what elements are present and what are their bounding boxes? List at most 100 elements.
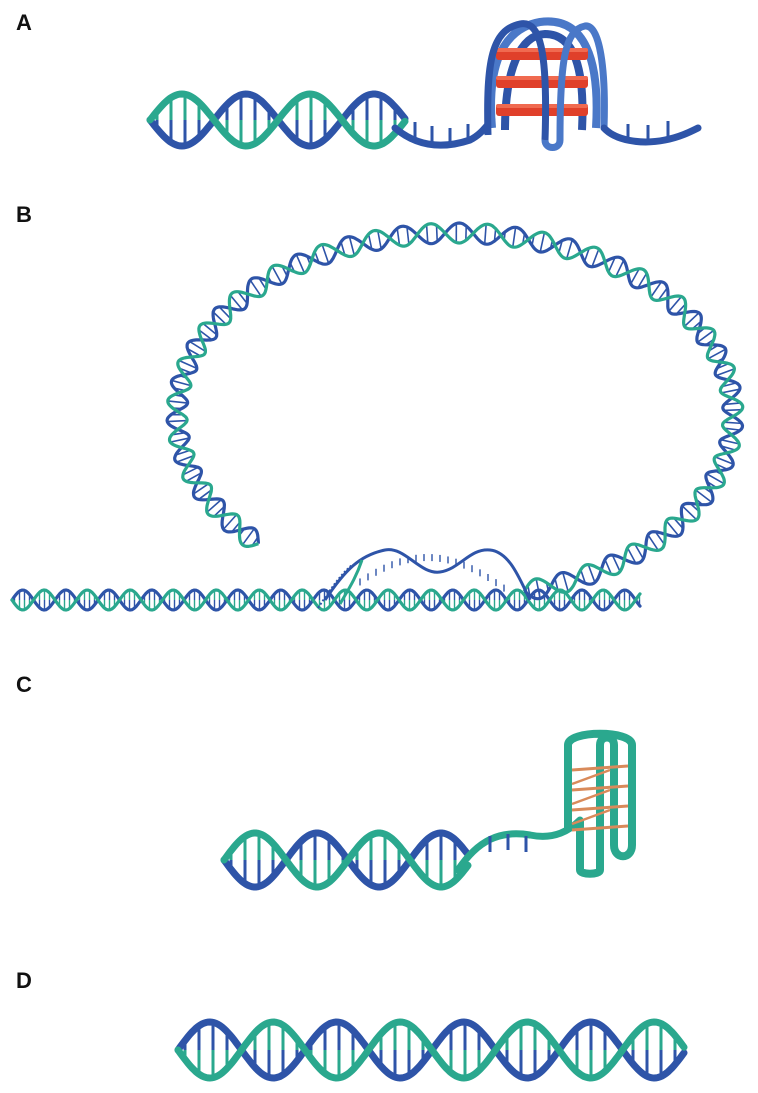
base-pair-rung [724,402,741,406]
base-pair-rung [615,259,625,277]
base-pair-rung [647,534,659,551]
hairpin-stem [564,729,636,878]
base-pair-rung [189,340,206,353]
dna-strand [166,222,745,594]
base-pair-rung [511,227,517,248]
panel-label-a: A [16,10,32,35]
base-pair-rung [483,224,487,244]
base-pair-rung [607,257,616,273]
base-pair-rung [212,311,227,325]
dna-strand [10,588,642,612]
hairpin-base-pair [571,764,629,772]
single-strand [600,124,702,146]
base-pair-rung [707,348,727,360]
base-pair-rung [377,230,382,250]
base-pair-rung [723,421,742,425]
base-pair-rung [229,294,244,311]
rna-hybrid-strand [317,564,353,609]
base-pair-rung [604,559,613,575]
base-pair-rung [681,505,698,521]
base-pair-rung [683,312,700,327]
base-pair-rung [562,572,569,592]
base-pair-rung [583,247,591,262]
dna-strand [174,1018,688,1082]
base-pair-rung [222,514,238,530]
base-pair-rung [720,438,740,445]
base-pair-rung [237,291,248,304]
b-dna-panel [174,1018,688,1082]
hairpin-base-pair [571,804,629,812]
base-pair-rung [218,306,232,320]
base-pair-rung [654,531,665,545]
base-pair-rung [721,388,740,394]
base-pair-rung [626,547,637,564]
base-pair-rung [167,419,188,423]
hairpin-base-pair [571,824,629,832]
g-quartet-highlight [496,104,588,108]
base-pair-rung [539,232,546,253]
base-pair-rung [714,456,734,465]
base-pair-rung [591,248,600,268]
base-pair-rung [249,279,262,297]
base-pair-rung [176,454,195,463]
base-pair-rung [406,226,410,245]
hairpin-base-pair [571,788,611,806]
base-pair-rung [579,569,587,584]
quadruplex-loop [484,20,550,141]
base-pair-rung [321,244,330,264]
base-pair-rung [241,528,255,546]
base-pair-rung [435,225,439,242]
base-pair-rung [340,241,346,256]
base-pair-rung [171,379,192,387]
base-pair-rung [271,266,283,285]
base-pair-rung [724,408,742,412]
base-pair-rung [198,329,213,341]
dna-strand [165,221,745,601]
base-pair-rung [657,287,668,301]
base-pair-rung [178,359,198,370]
quadruplex-loop [487,17,601,129]
base-pair-rung [634,543,644,560]
base-pair-rung [193,483,209,495]
dna-strand [220,829,472,891]
dna-strand [10,588,642,612]
base-pair-rung [348,236,356,256]
quadruplex-loop [541,22,608,151]
panel-label-d: D [16,968,32,993]
base-pair-rung [630,268,640,285]
base-pair-rung [206,499,222,513]
panel-label-c: C [16,672,32,697]
base-pair-rung [167,400,188,404]
base-pair-rung [665,520,680,537]
base-pair-rung [367,233,373,250]
r-loop-panel [10,221,745,612]
base-pair-rung [295,254,306,274]
dna-strand [146,90,409,150]
base-pair-rung [637,272,648,289]
rna-strand [338,559,364,605]
hairpin-panel [220,729,636,891]
base-pair-rung [198,489,212,501]
base-pair-rung [170,437,190,443]
hairpin-base-pair [571,768,611,786]
single-strand [391,116,496,149]
base-pair-rung [706,473,725,485]
base-pair-rung [715,368,735,377]
base-pair-rung [611,554,621,572]
panel-label-b: B [16,202,32,227]
base-pair-rung [587,564,596,583]
base-pair-rung [697,329,715,343]
base-pair-rung [650,281,663,298]
hairpin-base-pair [571,808,611,826]
base-pair-rung [695,489,713,503]
g-quadruplex-panel [146,17,702,151]
base-pair-rung [565,239,574,259]
base-pair-rung [202,322,218,336]
single-strand [454,816,584,874]
base-pair-rung [668,296,683,312]
base-pair-rung [185,472,202,482]
base-pair-rung [723,427,741,431]
base-pair-rung [425,224,429,243]
base-pair-rung [182,466,199,476]
